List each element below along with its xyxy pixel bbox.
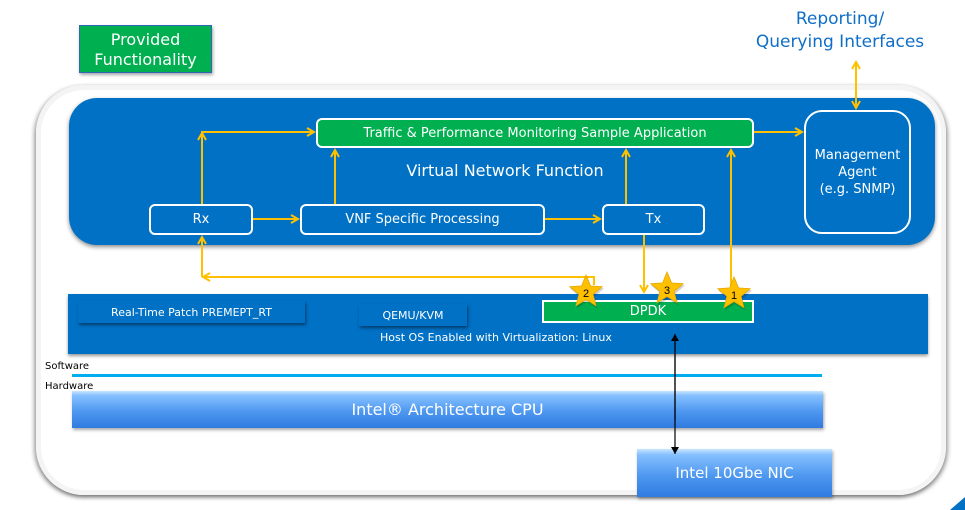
reporting-interfaces-label: Reporting/ Querying Interfaces <box>740 8 940 54</box>
tx-box[interactable]: Tx <box>602 204 705 235</box>
corner-decoration <box>950 497 965 510</box>
management-agent-box[interactable]: Management Agent (e.g. SNMP) <box>804 110 911 234</box>
nic-box[interactable]: Intel 10Gbe NIC <box>637 449 832 497</box>
vnf-title: Virtual Network Function <box>406 161 604 180</box>
host-os-label: Host OS Enabled with Virtualization: Lin… <box>380 331 612 344</box>
hardware-label: Hardware <box>45 381 94 392</box>
querying-label-line: Querying Interfaces <box>755 32 925 52</box>
mgmt-line2: Agent <box>838 164 877 180</box>
vnf-processing-box[interactable]: VNF Specific Processing <box>300 204 545 235</box>
traffic-monitoring-app-box[interactable]: Traffic & Performance Monitoring Sample … <box>316 118 754 148</box>
mgmt-line1: Management <box>814 147 901 163</box>
cpu-box[interactable]: Intel® Architecture CPU <box>72 391 823 428</box>
provided-functionality-legend: Provided Functionality <box>79 25 212 73</box>
reporting-label-line: Reporting/ <box>795 9 885 29</box>
qemu-kvm-box[interactable]: QEMU/KVM <box>359 304 467 326</box>
rx-box[interactable]: Rx <box>149 204 253 235</box>
sw-hw-divider <box>72 374 822 377</box>
dpdk-box[interactable]: DPDK <box>542 300 754 323</box>
mgmt-line3: (e.g. SNMP) <box>819 181 896 197</box>
rt-patch-box[interactable]: Real-Time Patch PREMEPT_RT <box>78 301 305 323</box>
software-label: Software <box>45 361 90 372</box>
